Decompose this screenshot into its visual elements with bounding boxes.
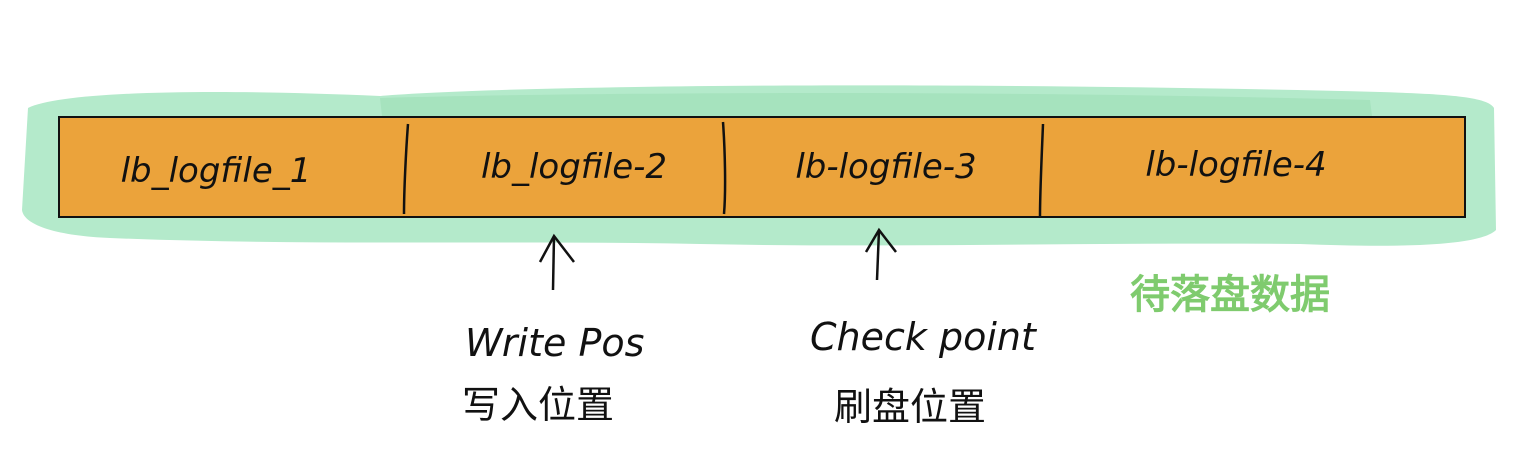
segment-divider-1 (402, 123, 410, 215)
pending-highlight-band (380, 93, 1372, 116)
checkpoint-arrow (864, 227, 897, 281)
log-file-bar (58, 116, 1466, 218)
write-pos-arrow (538, 233, 575, 291)
segment-label-1: lb_logfile_1 (121, 151, 312, 191)
pending-data-label: 待落盘数据 (1130, 272, 1330, 318)
checkpoint-label: Check point (810, 315, 1038, 359)
segment-label-2: lb_logfile-2 (481, 147, 667, 187)
segment-label-3: lb-logfile-3 (795, 147, 976, 187)
write-pos-cn-label: 写入位置 (462, 383, 614, 427)
segment-label-4: lb-logfile-4 (1145, 145, 1326, 185)
write-pos-label: Write Pos (465, 321, 644, 365)
segment-divider-2 (721, 121, 727, 215)
checkpoint-cn-label: 刷盘位置 (834, 385, 986, 429)
segment-divider-3 (1038, 123, 1045, 217)
